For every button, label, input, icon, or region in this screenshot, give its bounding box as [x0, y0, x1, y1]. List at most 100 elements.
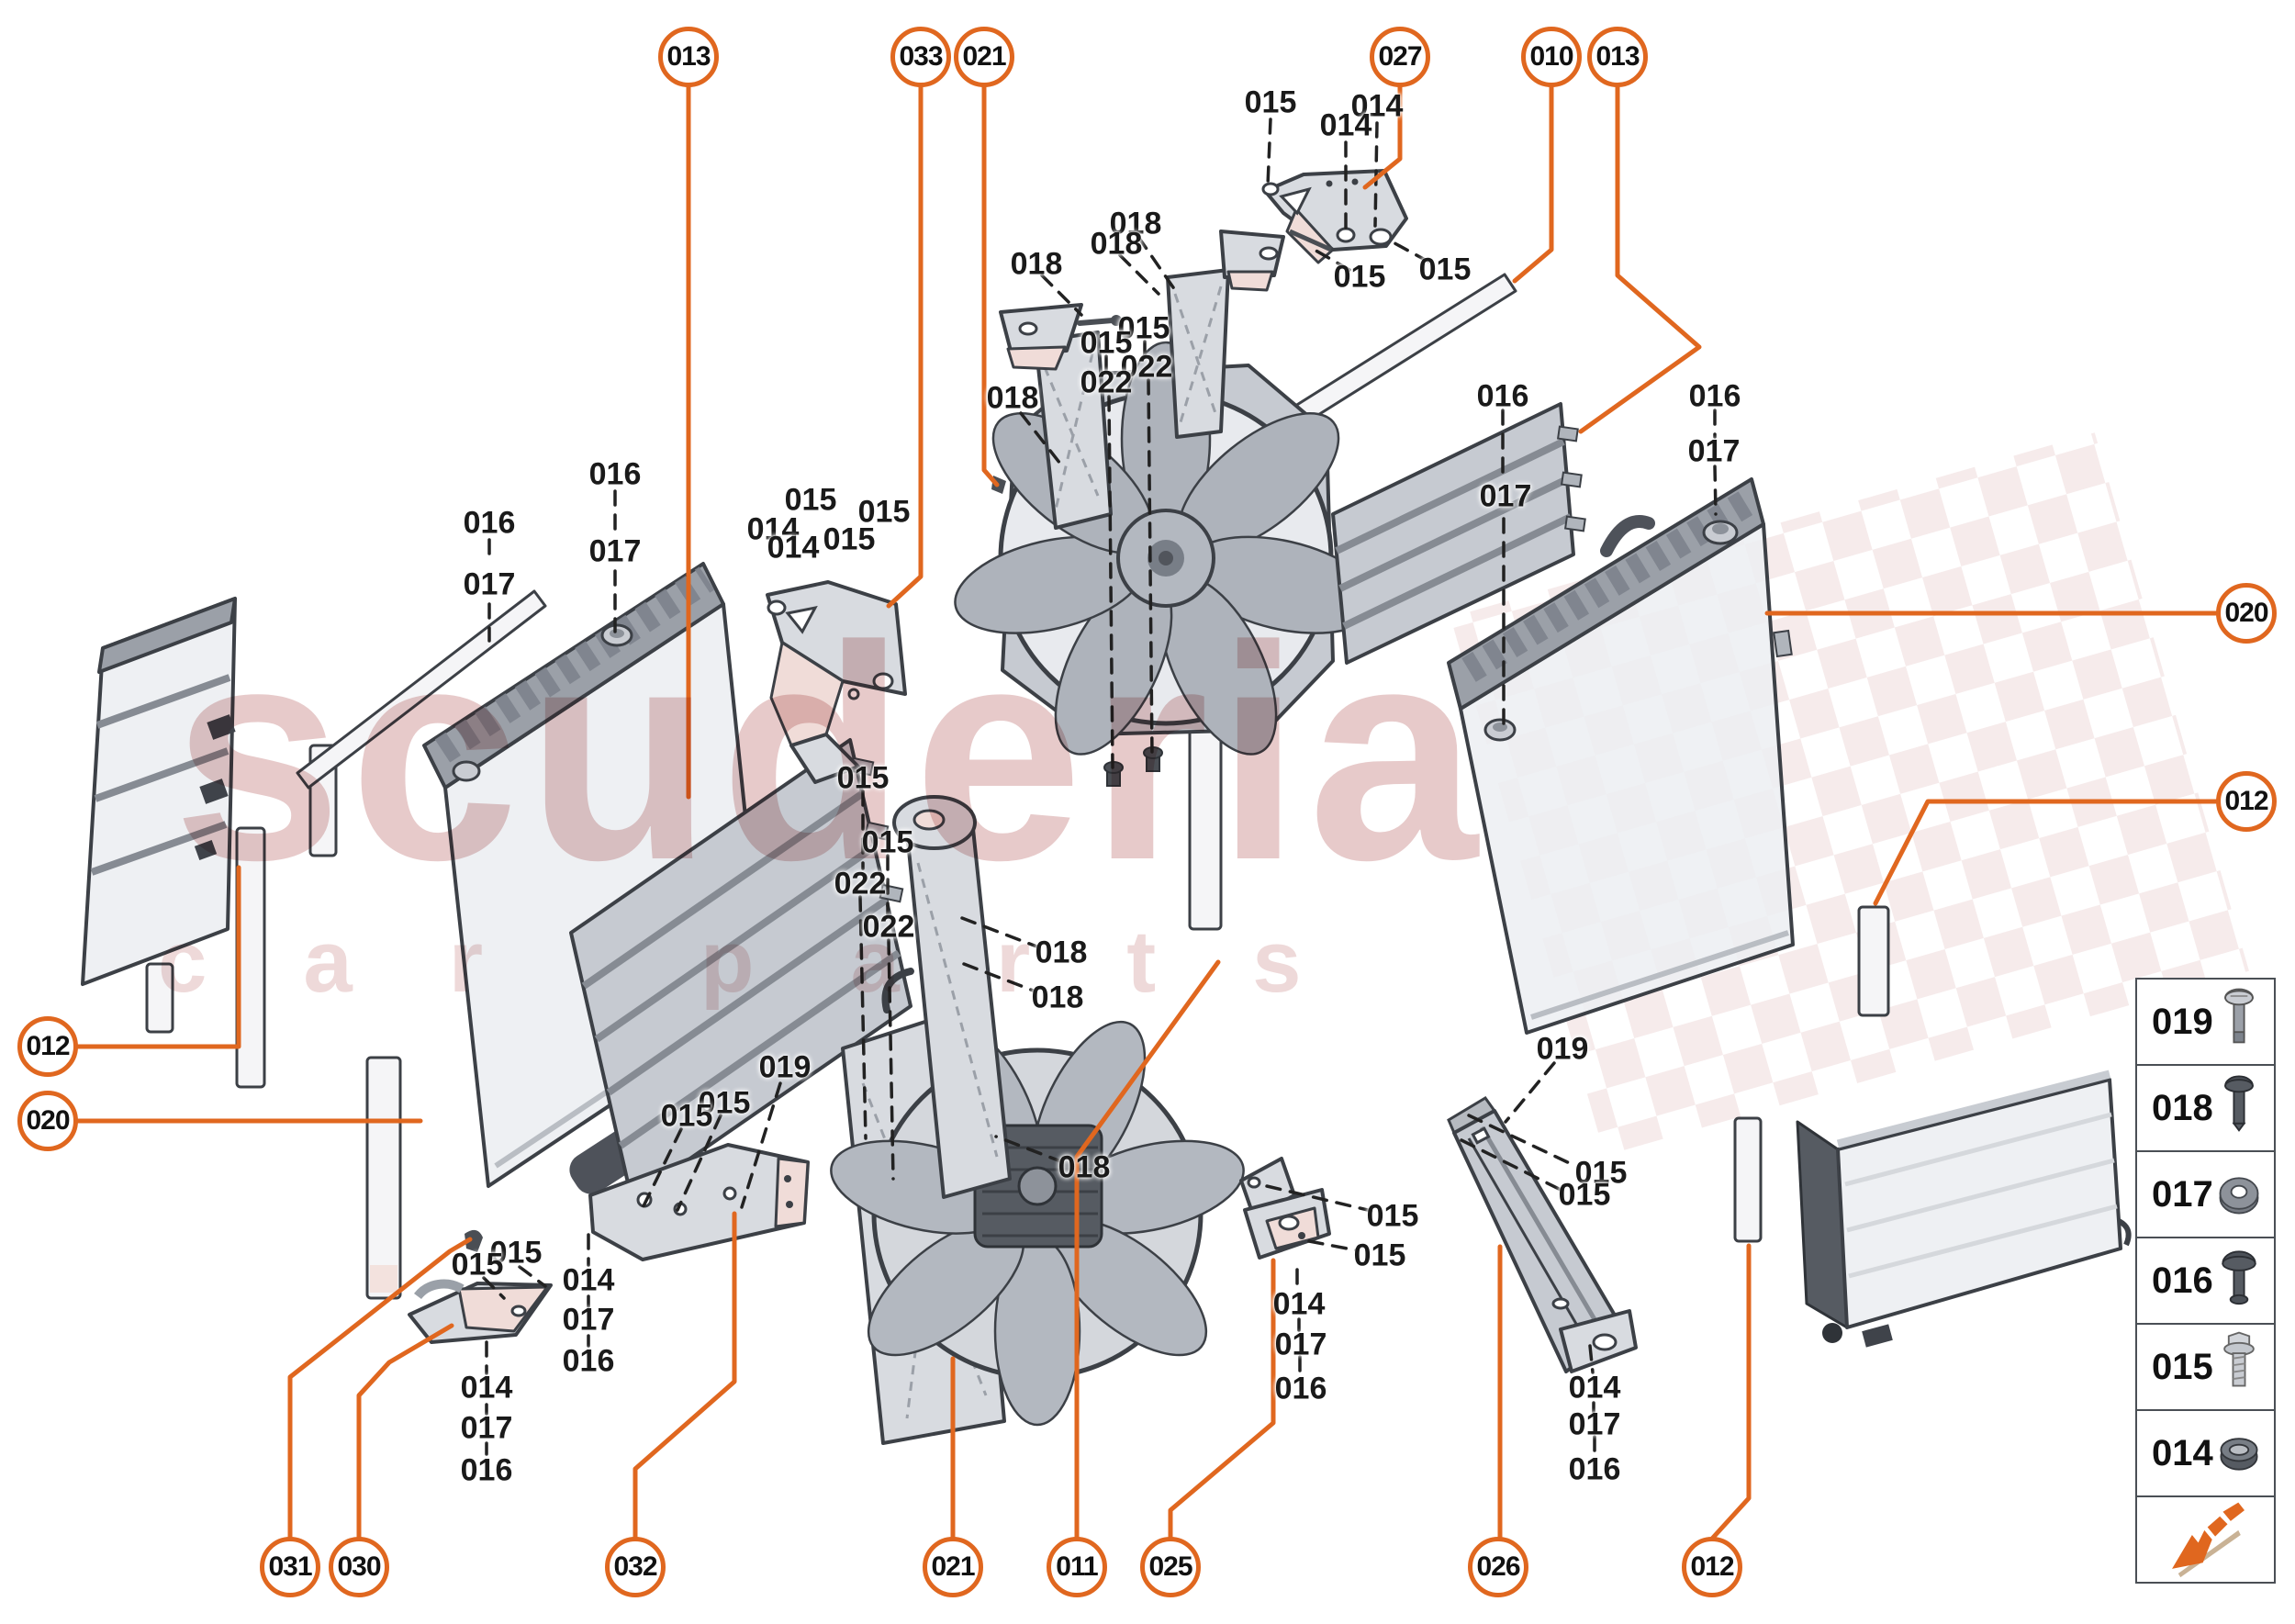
callout-bubble-011-14[interactable]: 011 — [1047, 1537, 1107, 1597]
part-number-label-014: 014 — [1272, 1286, 1326, 1322]
callout-line-025 — [1168, 1258, 1276, 1541]
callout-bubble-027-3[interactable]: 027 — [1370, 27, 1430, 87]
part-number-label-017: 017 — [463, 566, 516, 602]
part-number-label-017: 017 — [562, 1302, 615, 1338]
auxiliary-cooler-illustration[interactable] — [1796, 1070, 2132, 1348]
part-number-label-015: 015 — [784, 482, 837, 518]
dashed-leader-line — [518, 1265, 547, 1288]
dashed-leader-line — [858, 895, 868, 1140]
part-number-label-014: 014 — [1319, 107, 1372, 143]
washer-icon — [2213, 1158, 2265, 1231]
dashed-leader-line — [1588, 1344, 1595, 1374]
callout-bubble-013-0[interactable]: 013 — [658, 27, 719, 87]
callout-line-011 — [1074, 959, 1221, 1541]
part-number-label-015: 015 — [1558, 1177, 1611, 1213]
part-number-label-014: 014 — [460, 1370, 513, 1406]
callout-bubble-012-7[interactable]: 012 — [2216, 771, 2277, 832]
part-number-label-015: 015 — [1080, 325, 1133, 361]
legend-part-number: 018 — [2152, 1087, 2213, 1128]
legend-row-019[interactable]: 019 — [2135, 978, 2276, 1066]
part-number-label-014: 014 — [767, 530, 820, 566]
part-number-label-019: 019 — [1536, 1031, 1589, 1067]
callout-line-012 — [73, 865, 241, 1049]
part-number-label-022: 022 — [1080, 364, 1133, 400]
part-number-label-018: 018 — [986, 380, 1039, 416]
hex-flange-bolt-icon — [2213, 1330, 2265, 1404]
part-number-label-016: 016 — [588, 456, 642, 492]
part-number-label-015: 015 — [660, 1098, 713, 1134]
callout-bubble-021-13[interactable]: 021 — [923, 1537, 983, 1597]
callout-line-013 — [1578, 83, 1702, 434]
callout-bubble-012-17[interactable]: 012 — [1682, 1537, 1742, 1597]
legend-part-number: 015 — [2152, 1346, 2213, 1387]
callout-bubble-025-15[interactable]: 025 — [1140, 1537, 1201, 1597]
mounting-bracket-030-illustration[interactable] — [408, 1279, 553, 1344]
part-number-label-015: 015 — [857, 494, 911, 530]
legend-row-017[interactable]: 017 — [2135, 1150, 2276, 1238]
cooling-fan-lower-illustration[interactable] — [823, 795, 1253, 1445]
callout-bubble-013-5[interactable]: 013 — [1587, 27, 1648, 87]
dashed-leader-line — [1504, 1061, 1556, 1124]
dome-screw-icon — [2213, 1071, 2265, 1145]
dashed-leader-line — [1019, 411, 1062, 465]
mounting-bracket-033-illustration[interactable] — [766, 580, 907, 784]
legend-row-015[interactable]: 015 — [2135, 1323, 2276, 1411]
dashed-leader-line — [1311, 247, 1351, 272]
callout-line-012 — [1873, 799, 2221, 906]
part-number-label-016: 016 — [562, 1343, 615, 1379]
legend-part-number: 019 — [2152, 1001, 2213, 1042]
part-number-label-018: 018 — [1031, 980, 1084, 1015]
part-number-label-018: 018 — [1090, 226, 1143, 262]
callout-bubble-031-10[interactable]: 031 — [260, 1537, 320, 1597]
mounting-bracket-027-illustration[interactable] — [1261, 169, 1408, 264]
part-number-label-016: 016 — [1568, 1451, 1621, 1487]
part-number-label-015: 015 — [489, 1235, 543, 1271]
dashed-leader-line — [1118, 253, 1160, 296]
callout-bubble-026-16[interactable]: 026 — [1468, 1537, 1528, 1597]
part-number-label-015: 015 — [1418, 252, 1472, 287]
callout-line-012 — [1709, 1243, 1752, 1541]
callout-bubble-010-4[interactable]: 010 — [1521, 27, 1582, 87]
grille-right-illustration[interactable] — [1331, 402, 1586, 665]
callout-bubble-020-9[interactable]: 020 — [17, 1091, 78, 1151]
callout-bubble-033-1[interactable]: 033 — [890, 27, 951, 87]
callout-bubble-021-2[interactable]: 021 — [954, 27, 1014, 87]
callout-bubble-032-12[interactable]: 032 — [605, 1537, 666, 1597]
dashed-leader-line — [1147, 378, 1154, 756]
callout-line-010 — [1512, 83, 1554, 284]
part-number-label-017: 017 — [460, 1410, 513, 1446]
part-number-label-015: 015 — [1117, 310, 1170, 346]
dashed-leader-line — [1307, 1239, 1359, 1252]
retaining-clip-031-illustration[interactable] — [465, 1229, 483, 1252]
callout-bubble-012-8[interactable]: 012 — [17, 1016, 78, 1077]
legend-row-018[interactable]: 018 — [2135, 1064, 2276, 1152]
part-number-label-015: 015 — [823, 521, 876, 557]
dashed-leader-line — [1467, 1114, 1577, 1168]
cooling-fan-upper-illustration[interactable] — [946, 230, 1386, 787]
part-number-label-015: 015 — [1574, 1155, 1628, 1191]
dashed-leader-line — [1460, 1138, 1562, 1192]
part-number-label-014: 014 — [1568, 1370, 1621, 1406]
radiator-right-illustration[interactable] — [1447, 477, 1795, 1035]
dashed-leader-line — [740, 1081, 782, 1209]
part-number-label-019: 019 — [758, 1049, 812, 1085]
part-number-label-022: 022 — [834, 866, 887, 902]
part-number-label-015: 015 — [1366, 1198, 1419, 1234]
legend-part-number: 014 — [2152, 1432, 2213, 1473]
legend-row-016[interactable]: 016 — [2135, 1237, 2276, 1325]
part-number-label-022: 022 — [862, 909, 915, 945]
callout-bubble-030-11[interactable]: 030 — [329, 1537, 389, 1597]
part-number-label-017: 017 — [588, 533, 642, 569]
grille-left-illustration[interactable] — [569, 738, 912, 1201]
legend-part-number: 016 — [2152, 1260, 2213, 1301]
part-number-label-015: 015 — [698, 1085, 751, 1121]
callout-bubble-020-6[interactable]: 020 — [2216, 583, 2277, 644]
callout-line-031 — [287, 1237, 473, 1541]
part-number-label-016: 016 — [1688, 378, 1741, 414]
part-number-label-016: 016 — [1476, 378, 1529, 414]
legend-row-014[interactable]: 014 — [2135, 1409, 2276, 1497]
condenser-illustration[interactable] — [81, 597, 237, 986]
callout-line-033 — [886, 83, 924, 609]
dashed-leader-line — [1265, 1184, 1373, 1213]
